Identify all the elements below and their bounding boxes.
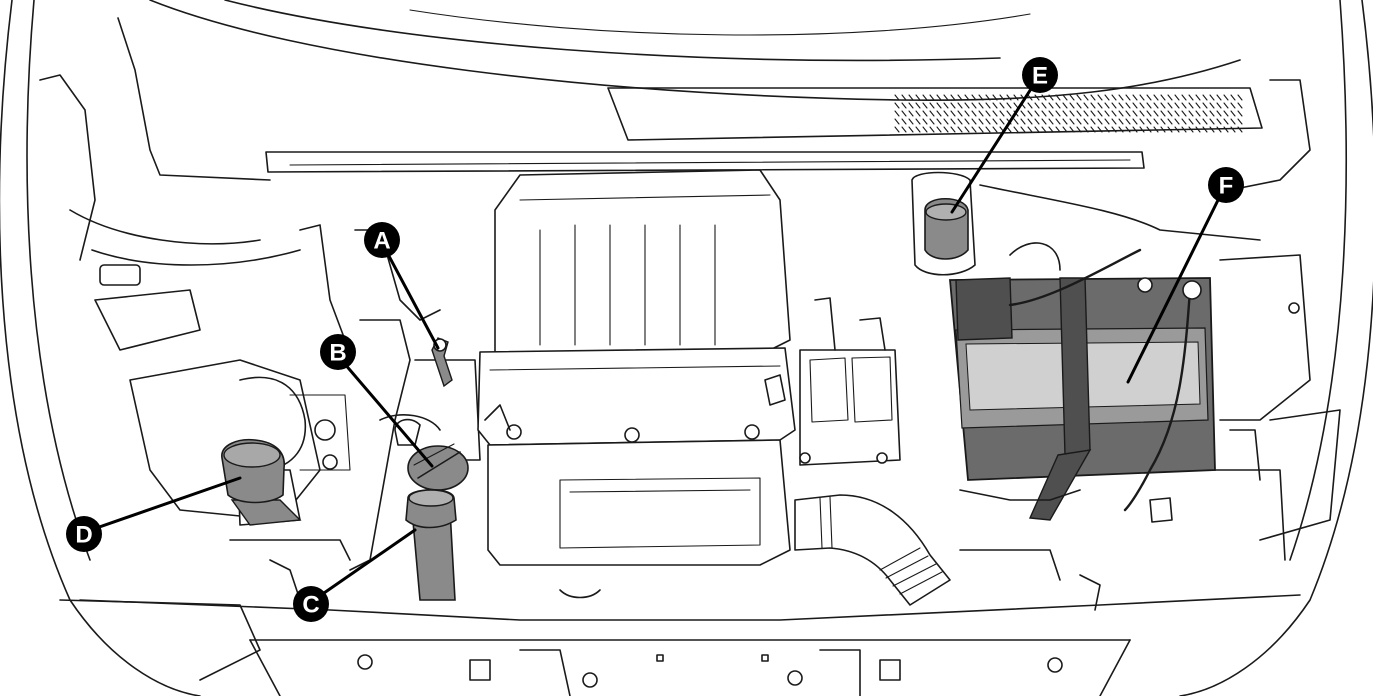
callout-C: C — [293, 528, 417, 622]
callout-B: B — [320, 334, 434, 468]
right-structures — [979, 79, 1341, 561]
strut-brace — [265, 151, 1145, 173]
callout-F: F — [1126, 167, 1244, 384]
callout-circle — [66, 516, 102, 552]
relay-box — [799, 297, 901, 466]
callout-E: E — [950, 57, 1058, 214]
callout-circle — [1022, 57, 1058, 93]
callout-letter-A: A — [373, 228, 390, 255]
intake-hose — [794, 494, 951, 606]
callout-circle — [320, 334, 356, 370]
engine-top-left — [349, 229, 481, 601]
coolant-reservoir — [221, 438, 302, 526]
callout-letter-B: B — [329, 340, 346, 367]
callout-circle — [364, 222, 400, 258]
callout-letter-C: C — [302, 592, 319, 619]
callout-letter-E: E — [1032, 63, 1048, 90]
callout-letter-F: F — [1219, 173, 1234, 200]
callout-A: A — [364, 222, 440, 350]
brake-fluid-reservoir — [911, 171, 976, 276]
air-cleaner-box — [477, 169, 796, 566]
battery — [949, 248, 1216, 523]
front-crossmember — [79, 549, 1301, 696]
callout-circle — [1208, 167, 1244, 203]
callout-letter-D: D — [75, 522, 92, 549]
callout-circle — [293, 586, 329, 622]
left-structures — [39, 17, 351, 681]
callout-D: D — [66, 476, 242, 552]
